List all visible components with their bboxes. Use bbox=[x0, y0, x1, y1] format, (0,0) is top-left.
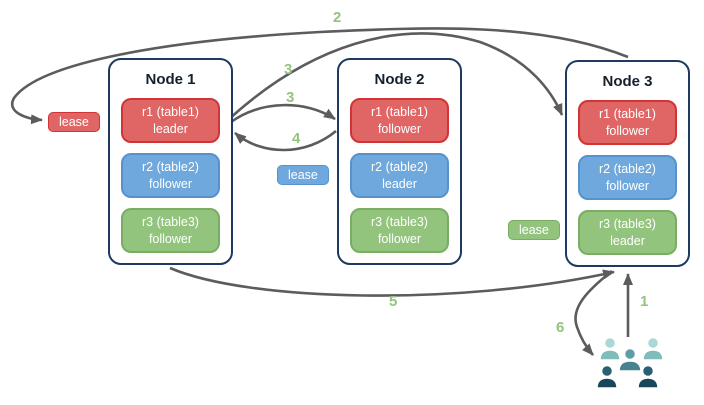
lease-badge-red: lease bbox=[48, 112, 100, 132]
replica-name: r1 (table1) bbox=[599, 107, 656, 122]
step-label-4: 4 bbox=[292, 130, 301, 147]
step-label-1: 1 bbox=[640, 293, 649, 310]
replica-role: follower bbox=[605, 123, 650, 138]
node-2-title: Node 2 bbox=[374, 71, 425, 88]
arrow-step-3-to-node3 bbox=[227, 32, 564, 121]
node-1-replica-r1: r1 (table1) leader bbox=[121, 98, 220, 143]
node-2-replica-r3: r3 (table3) follower bbox=[350, 208, 449, 253]
lease-badge-green: lease bbox=[508, 220, 560, 240]
step-label-2: 2 bbox=[333, 9, 342, 26]
replica-name: r2 (table2) bbox=[371, 160, 428, 175]
replica-name: r2 (table2) bbox=[142, 160, 199, 175]
arrow-step-5 bbox=[169, 266, 615, 297]
node-2-replica-r2: r2 (table2) leader bbox=[350, 153, 449, 198]
arrow-step-2 bbox=[10, 27, 629, 125]
replica-role: follower bbox=[148, 231, 193, 246]
node-1-replica-r3: r3 (table3) follower bbox=[121, 208, 220, 253]
node-3-replica-r3: r3 (table3) leader bbox=[578, 210, 677, 255]
arrow-step-4 bbox=[234, 130, 337, 152]
replica-role: follower bbox=[605, 178, 650, 193]
replica-name: r1 (table1) bbox=[142, 105, 199, 120]
step-label-3b: 3 bbox=[286, 89, 295, 106]
step-label-5: 5 bbox=[389, 293, 398, 310]
arrow-step-3-to-node2 bbox=[230, 103, 336, 124]
replica-role: leader bbox=[610, 233, 645, 248]
replica-role: follower bbox=[377, 121, 422, 136]
replica-name: r2 (table2) bbox=[599, 162, 656, 177]
node-1: Node 1 r1 (table1) leader r2 (table2) fo… bbox=[108, 58, 233, 265]
replica-role: follower bbox=[377, 231, 422, 246]
node-2-replica-r1: r1 (table1) follower bbox=[350, 98, 449, 143]
replica-name: r3 (table3) bbox=[142, 215, 199, 230]
node-3-replica-r2: r2 (table2) follower bbox=[578, 155, 677, 200]
users-group-icon bbox=[596, 336, 664, 389]
node-2: Node 2 r1 (table1) follower r2 (table2) … bbox=[337, 58, 462, 265]
step-label-3a: 3 bbox=[284, 61, 293, 78]
step-label-6: 6 bbox=[556, 319, 565, 336]
node-3-replica-r1: r1 (table1) follower bbox=[578, 100, 677, 145]
node-3: Node 3 r1 (table1) follower r2 (table2) … bbox=[565, 60, 690, 267]
replica-role: follower bbox=[148, 176, 193, 191]
replica-role: leader bbox=[382, 176, 417, 191]
replica-name: r1 (table1) bbox=[371, 105, 428, 120]
node-1-replica-r2: r2 (table2) follower bbox=[121, 153, 220, 198]
replica-role: leader bbox=[153, 121, 188, 136]
arrow-step-6 bbox=[574, 269, 613, 356]
lease-badge-blue: lease bbox=[277, 165, 329, 185]
replica-name: r3 (table3) bbox=[599, 217, 656, 232]
replica-name: r3 (table3) bbox=[371, 215, 428, 230]
node-3-title: Node 3 bbox=[602, 73, 653, 90]
node-1-title: Node 1 bbox=[145, 71, 196, 88]
